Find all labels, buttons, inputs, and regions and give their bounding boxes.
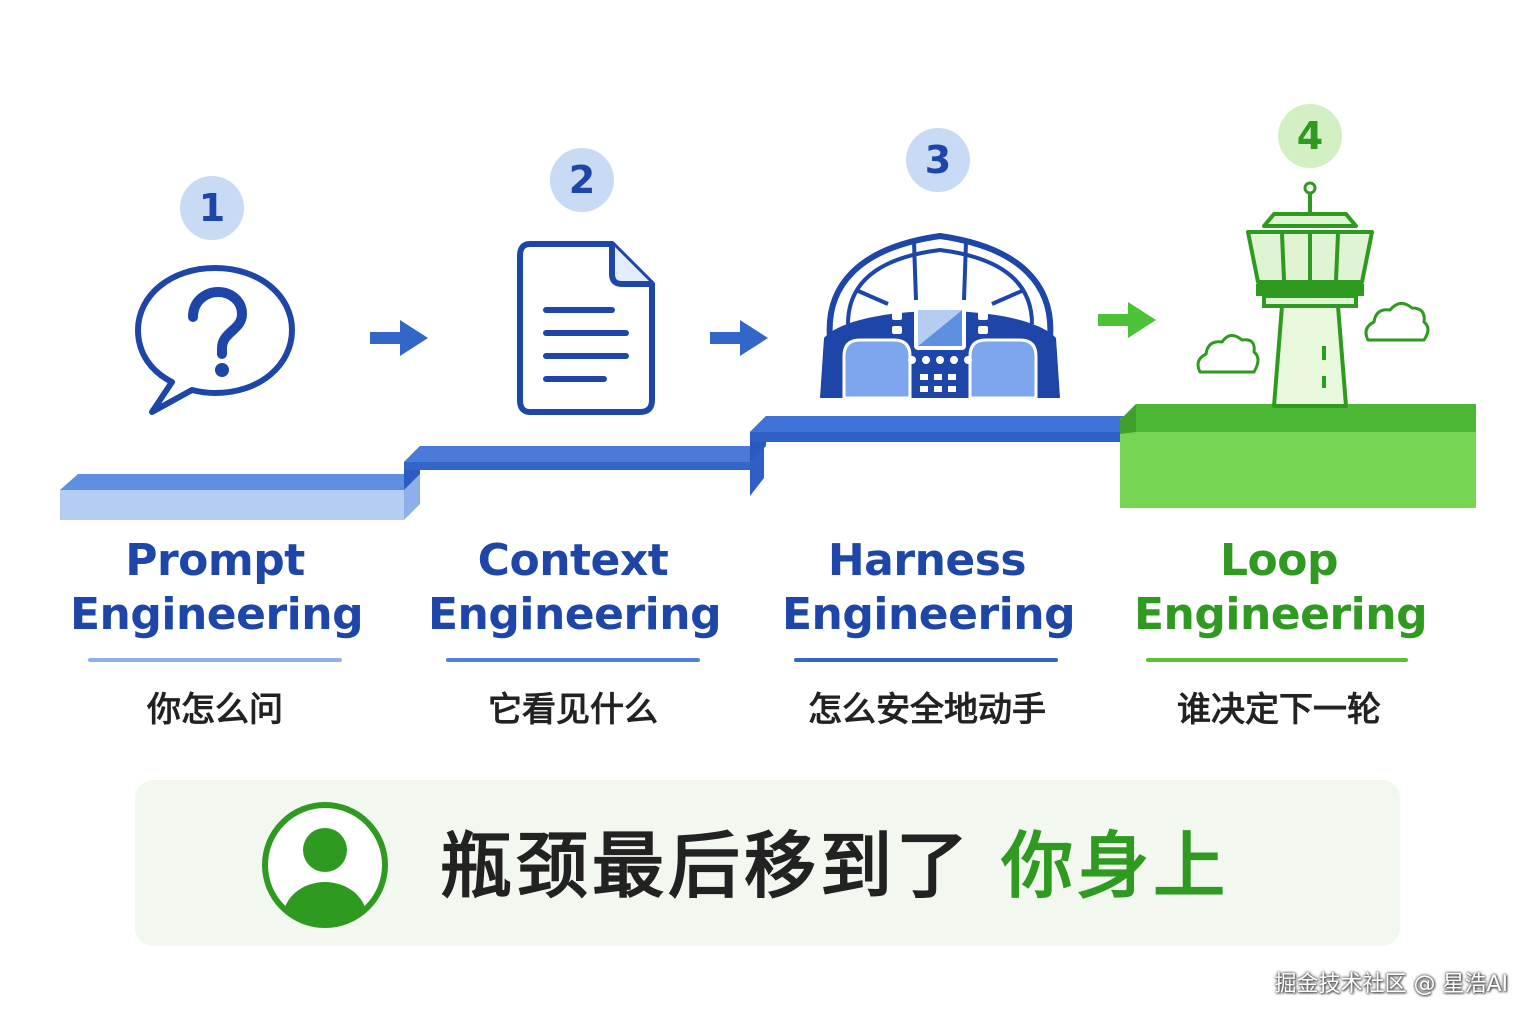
arrow-right-icon — [710, 320, 768, 356]
stage-2-title: Context Engineering — [428, 534, 722, 642]
stage-3-title-line1: Harness — [827, 535, 1027, 586]
stage-3-title: Harness Engineering — [782, 534, 1076, 642]
step-3-badge: 3 — [906, 128, 970, 192]
conclusion-text: 瓶颈最后移到了 你身上 — [440, 820, 1229, 912]
stage-4-title-line1: Loop — [1220, 535, 1339, 586]
conclusion-text-main: 瓶颈最后移到了 — [440, 824, 973, 908]
watermark: 掘金技术社区 @ 星浩AI — [1274, 972, 1508, 997]
stage-2-subtitle: 它看见什么 — [488, 690, 658, 730]
stage-2-divider — [446, 658, 700, 662]
step-2-badge: 2 — [550, 148, 614, 212]
step-4-badge: 4 — [1278, 104, 1342, 168]
stage-3-title-line2: Engineering — [782, 589, 1076, 640]
conclusion-text-highlight: 你身上 — [1001, 824, 1230, 908]
stage-4-title-line2: Engineering — [1134, 589, 1428, 640]
stage-1-divider — [88, 658, 342, 662]
stage-1-title-line1: Prompt — [125, 535, 305, 586]
control-tower-icon — [1196, 181, 1430, 408]
step-1-badge: 1 — [180, 176, 244, 240]
arrow-right-icon — [1098, 302, 1156, 338]
stage-3-subtitle: 怎么安全地动手 — [808, 690, 1046, 730]
stage-4-divider — [1146, 658, 1408, 662]
arrow-right-icon — [370, 320, 428, 356]
stage-1-subtitle: 你怎么问 — [147, 690, 283, 730]
user-icon — [262, 802, 388, 928]
stage-1-title: Prompt Engineering — [70, 534, 364, 642]
document-icon — [517, 241, 655, 415]
stage-4-title: Loop Engineering — [1134, 534, 1428, 642]
cockpit-icon — [820, 232, 1060, 400]
stage-4-subtitle: 谁决定下一轮 — [1177, 690, 1381, 730]
stage-2-title-line1: Context — [477, 535, 669, 586]
stage-1-title-line2: Engineering — [70, 589, 364, 640]
stage-2-title-line2: Engineering — [428, 589, 722, 640]
stage-3-divider — [794, 658, 1058, 662]
question-bubble-icon — [135, 265, 295, 415]
